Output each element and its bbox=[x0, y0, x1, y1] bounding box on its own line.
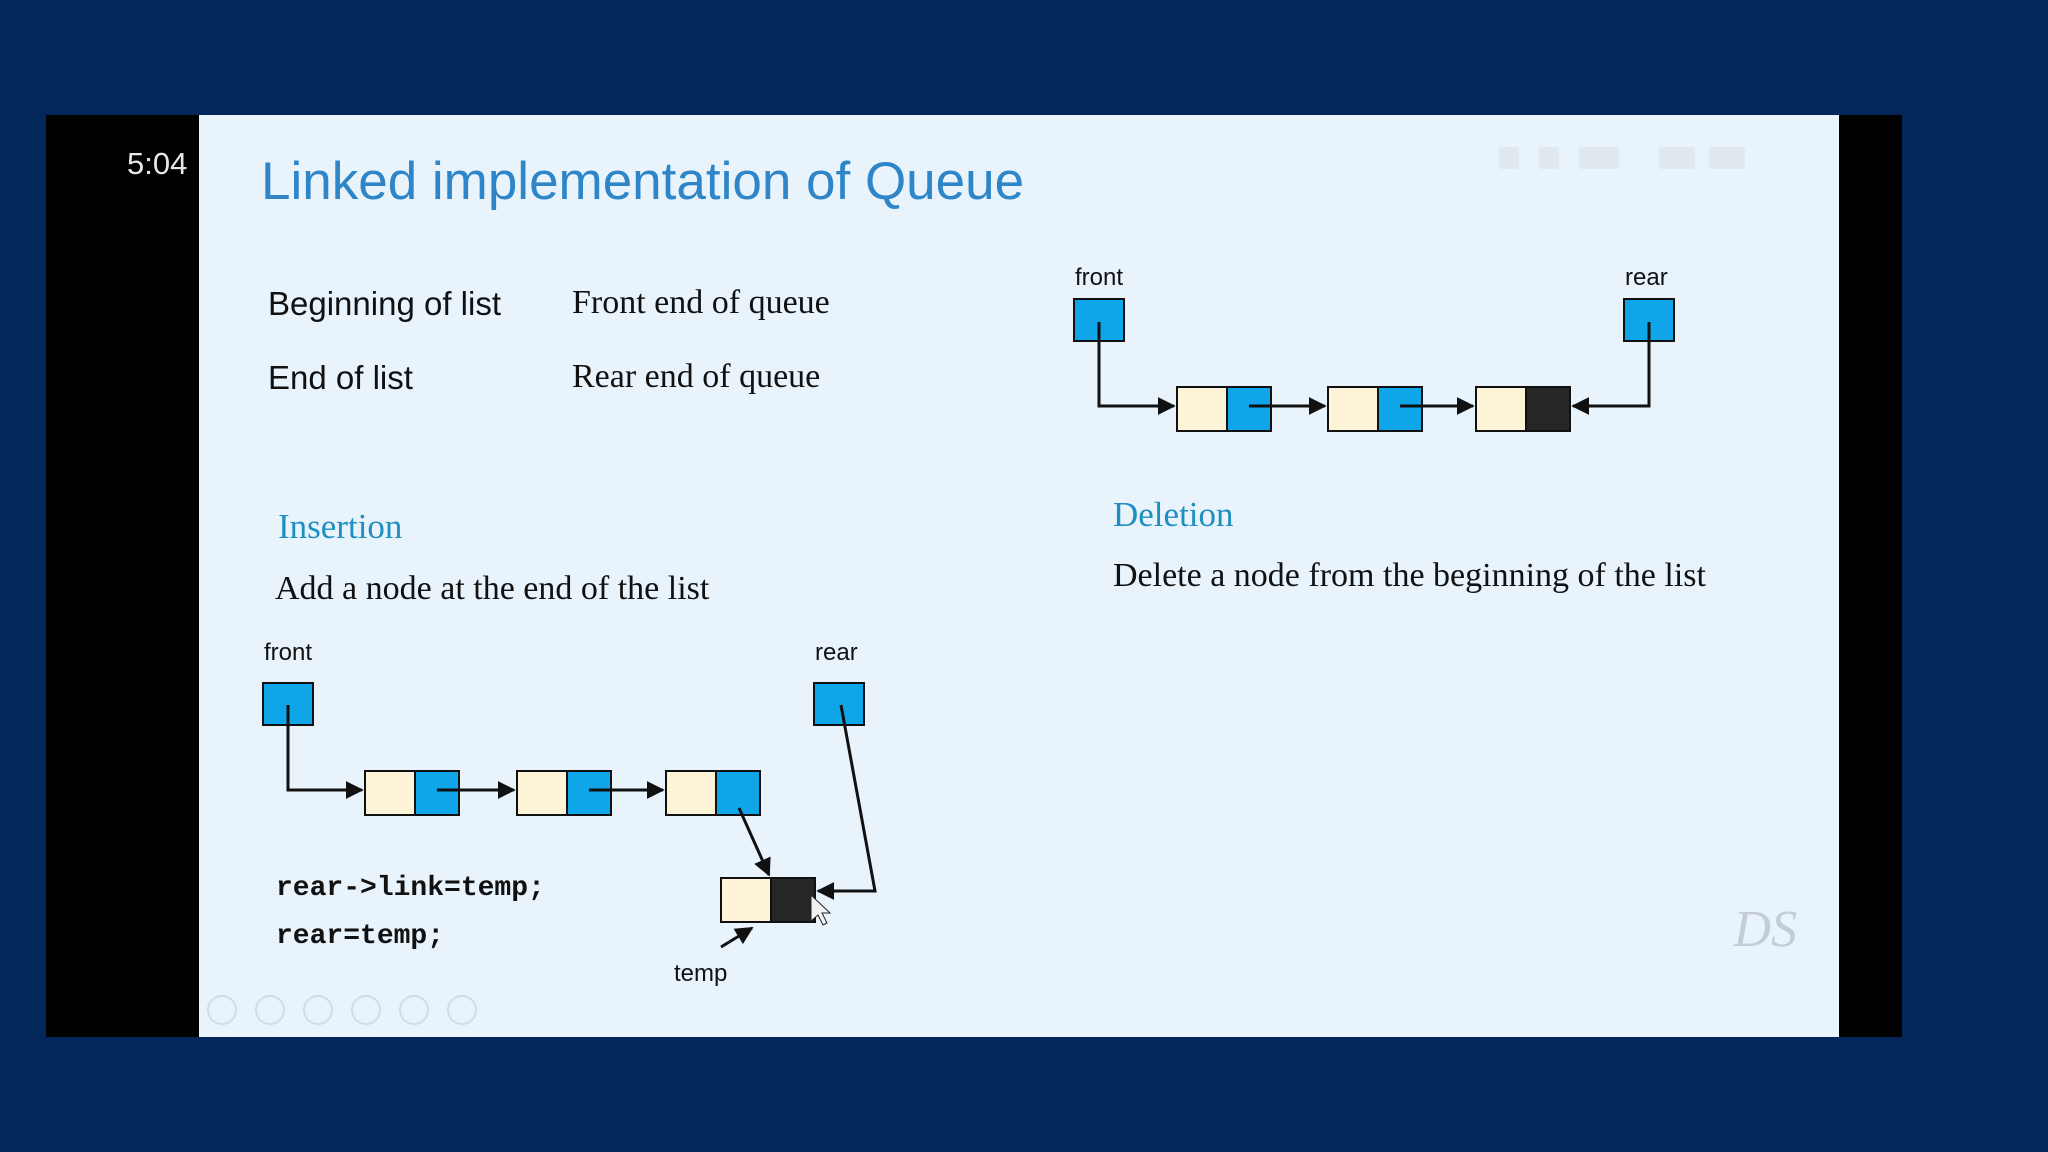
slides-grid-icon[interactable] bbox=[351, 995, 381, 1025]
insertion-heading: Insertion bbox=[278, 507, 403, 546]
bottom-rear-pointer bbox=[813, 682, 865, 726]
more-options-icon[interactable] bbox=[447, 995, 477, 1025]
top-node-1 bbox=[1176, 386, 1272, 432]
bottom-front-label: front bbox=[264, 639, 312, 666]
previous-slide-icon[interactable] bbox=[207, 995, 237, 1025]
slide-title: Linked implementation of Queue bbox=[261, 152, 1025, 211]
signal-icon bbox=[1659, 147, 1695, 169]
bottom-rear-label: rear bbox=[815, 639, 858, 666]
top-node-3 bbox=[1475, 386, 1571, 432]
code-line-1: rear->link=temp; bbox=[276, 873, 545, 904]
mapping-right-1: Front end of queue bbox=[572, 284, 830, 321]
data-speed-icon bbox=[1579, 147, 1619, 169]
wifi-icon bbox=[1539, 147, 1559, 169]
mapping-left-2: End of list bbox=[268, 359, 413, 396]
queue-diagrams: front rear front rear bbox=[262, 264, 1675, 987]
temp-label: temp bbox=[674, 960, 727, 987]
zoom-icon[interactable] bbox=[399, 995, 429, 1025]
bottom-queue-diagram: front rear temp bbox=[262, 639, 877, 987]
mapping-left-1: Beginning of list bbox=[268, 285, 501, 322]
bottom-node-1 bbox=[364, 770, 460, 816]
bottom-node-3 bbox=[665, 770, 761, 816]
mouse-cursor-icon bbox=[810, 893, 832, 926]
pen-icon[interactable] bbox=[303, 995, 333, 1025]
top-rear-label: rear bbox=[1625, 264, 1668, 291]
battery-icon bbox=[1709, 147, 1745, 169]
temp-node bbox=[720, 877, 816, 923]
deletion-heading: Deletion bbox=[1113, 495, 1234, 534]
code-line-2: rear=temp; bbox=[276, 921, 445, 952]
top-queue-diagram: front rear bbox=[1073, 264, 1675, 432]
bottom-node-2 bbox=[516, 770, 612, 816]
mapping-right-2: Rear end of queue bbox=[572, 358, 821, 395]
status-time: 5:04 bbox=[127, 146, 188, 181]
next-slide-icon[interactable] bbox=[255, 995, 285, 1025]
status-icons bbox=[1499, 147, 1799, 175]
notification-icon bbox=[1499, 147, 1519, 169]
presentation-slide: Linked implementation of Queue Beginning… bbox=[199, 115, 1839, 1037]
insertion-description: Add a node at the end of the list bbox=[275, 570, 710, 607]
top-front-label: front bbox=[1075, 264, 1123, 291]
ds-watermark: DS bbox=[1733, 901, 1797, 958]
deletion-description: Delete a node from the beginning of the … bbox=[1113, 557, 1706, 594]
top-node-2 bbox=[1327, 386, 1423, 432]
